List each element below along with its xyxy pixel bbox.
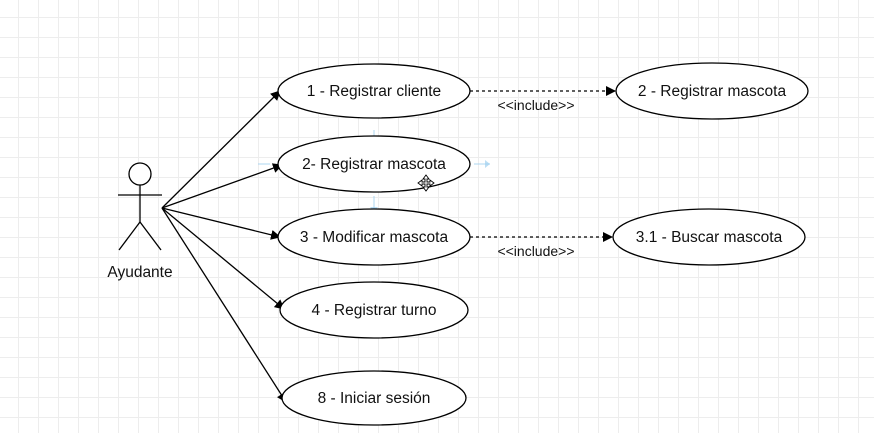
use-case-2b-label: 2 - Registrar mascota — [638, 83, 787, 100]
use-case-2-label: 2- Registrar mascota — [302, 156, 446, 173]
association-uc1[interactable] — [161, 90, 281, 209]
use-case-4-ellipse — [279, 281, 469, 339]
actor-label: Ayudante — [107, 264, 172, 281]
include-label-1: <<include>> — [497, 97, 574, 113]
use-case-3[interactable]: 3 - Modificar mascota — [277, 208, 471, 266]
use-case-2b[interactable]: 2 - Registrar mascota — [615, 62, 809, 120]
use-case-2[interactable]: 2- Registrar mascota — [277, 135, 471, 193]
association-uc8[interactable] — [161, 207, 287, 403]
use-case-8-label: 8 - Iniciar sesión — [318, 390, 431, 407]
association-uc4[interactable] — [161, 207, 285, 310]
actor-left-leg — [118, 221, 141, 251]
use-case-3-ellipse — [277, 208, 471, 266]
use-case-1[interactable]: 1 - Registrar cliente — [277, 63, 471, 119]
use-case-4-label: 4 - Registrar turno — [312, 302, 437, 319]
selection-arrow-right — [485, 160, 490, 168]
use-case-1-ellipse — [277, 63, 471, 119]
use-case-3-1[interactable]: 3.1 - Buscar mascota — [612, 208, 806, 266]
use-case-3-label: 3 - Modificar mascota — [300, 229, 449, 246]
use-case-2b-ellipse — [615, 62, 809, 120]
use-case-3-1-label: 3.1 - Buscar mascota — [636, 229, 783, 246]
use-case-8-ellipse — [281, 370, 467, 426]
use-case-8[interactable]: 8 - Iniciar sesión — [281, 370, 467, 426]
actor-right-leg — [139, 221, 162, 251]
include-label-2: <<include>> — [497, 243, 574, 259]
use-case-1-label: 1 - Registrar cliente — [307, 83, 441, 100]
association-uc3[interactable] — [161, 207, 281, 240]
use-case-4[interactable]: 4 - Registrar turno — [279, 281, 469, 339]
actor-head — [128, 162, 152, 186]
association-uc2[interactable] — [161, 163, 283, 209]
actor-ayudante[interactable]: Ayudante — [107, 162, 173, 281]
use-case-2-ellipse — [277, 135, 471, 193]
move-cursor-icon — [417, 174, 435, 192]
use-case-3-1-ellipse — [612, 208, 806, 266]
